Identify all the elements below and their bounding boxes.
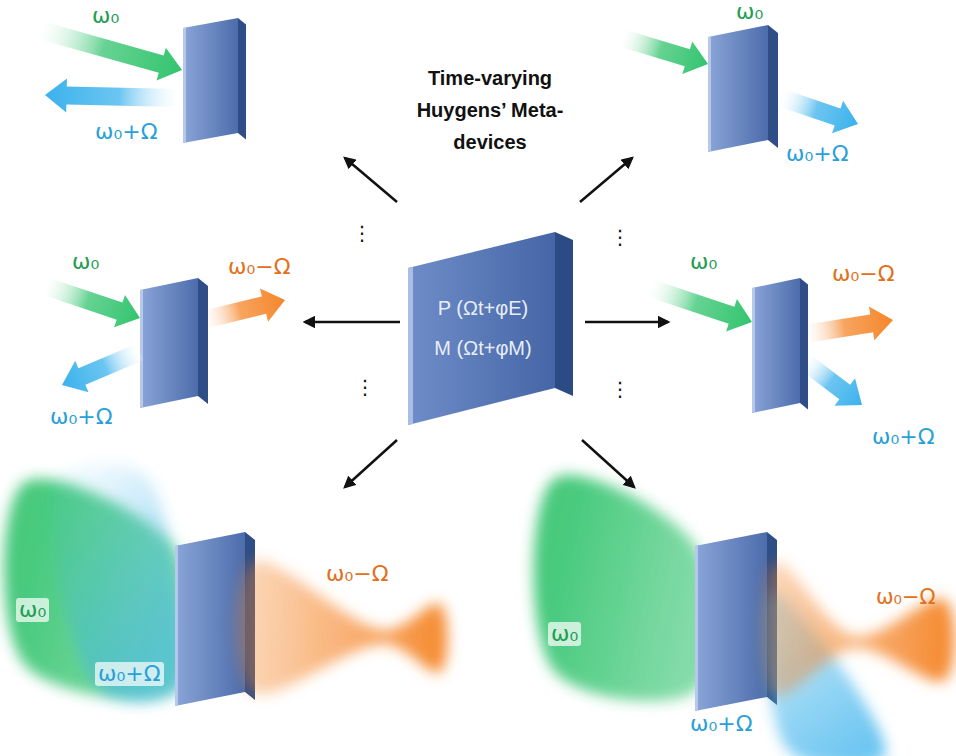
plate-side: [768, 25, 778, 148]
modulation-formula: P (Ωt+φE): [438, 288, 528, 328]
ellipsis-mark: ⋮: [355, 376, 375, 398]
reflected-wave-arrow: [62, 344, 144, 393]
pointer-arrow: [580, 158, 632, 202]
metasurface-plate: [695, 532, 767, 711]
incident-beam: [534, 475, 714, 701]
frequency-label: ω₀: [690, 250, 717, 274]
frequency-label: ω₀: [16, 598, 49, 622]
frequency-label: ω₀−Ω: [228, 255, 291, 279]
ellipsis-mark: ⋮: [352, 222, 372, 244]
plate-side: [198, 278, 208, 404]
pointer-arrow: [582, 440, 634, 487]
incident-wave-arrow: [647, 279, 752, 331]
panel-face: [408, 232, 555, 425]
metasurface-plate: [175, 532, 245, 706]
reflected-wave-arrow: [45, 78, 180, 112]
incident-wave-arrow: [42, 277, 140, 327]
plate-edge: [175, 546, 178, 707]
transmitted-wave-arrow: [800, 355, 862, 406]
focused-beam: [763, 562, 955, 696]
metasurface-plate: [708, 25, 768, 152]
focused-beam: [237, 561, 448, 695]
frequency-label: ω₀: [72, 250, 99, 274]
transmitted-wave-arrow: [201, 289, 285, 329]
frequency-label: ω₀+Ω: [690, 712, 753, 736]
frequency-label: ω₀+Ω: [786, 142, 849, 166]
plate-edge: [140, 290, 143, 409]
pointer-arrow: [345, 158, 397, 202]
plate-edge: [708, 37, 711, 153]
plate-edge: [695, 546, 698, 712]
plate-edge: [752, 288, 755, 414]
pointer-arrow: [585, 321, 668, 324]
incident-wave-arrow: [38, 21, 182, 80]
frequency-label: ω₀+Ω: [50, 405, 113, 429]
frequency-label: ω₀−Ω: [832, 262, 895, 286]
frequency-label: ω₀−Ω: [326, 562, 389, 586]
pointer-arrow: [305, 321, 400, 324]
frequency-label: ω₀: [736, 0, 763, 24]
incident-wave-arrow: [619, 29, 708, 74]
pointer-arrow: [345, 440, 397, 487]
panel-side: [555, 232, 573, 396]
modulation-formula: M (Ωt+φM): [434, 328, 531, 368]
metasurface-plate: [752, 278, 800, 413]
frequency-label: ω₀+Ω: [872, 425, 935, 449]
ellipsis-mark: ⋮: [610, 226, 630, 248]
plate-side: [238, 18, 246, 139]
frequency-label: ω₀−Ω: [876, 586, 936, 609]
metasurface-panel: P (Ωt+φE)M (Ωt+φM): [405, 228, 577, 428]
transmitted-wave-arrow: [779, 89, 858, 133]
plate-side: [800, 278, 808, 409]
frequency-label: ω₀+Ω: [95, 662, 164, 686]
panel-edge: [408, 267, 413, 425]
plate-edge: [183, 28, 186, 144]
transmitted-wave-arrow: [804, 307, 893, 343]
reflected-beam: [53, 464, 186, 702]
panel-shape: [405, 228, 577, 428]
metasurface-plate: [183, 18, 238, 143]
frequency-label: ω₀: [92, 4, 119, 28]
metasurface-plate: [140, 278, 198, 408]
frequency-label: ω₀+Ω: [95, 120, 158, 144]
ellipsis-mark: ⋮: [610, 378, 630, 400]
panel-content: P (Ωt+φE)M (Ωt+φM): [405, 228, 577, 428]
title: Time-varying Huygens’ Meta-devices: [400, 62, 580, 158]
frequency-label: ω₀: [548, 622, 581, 646]
